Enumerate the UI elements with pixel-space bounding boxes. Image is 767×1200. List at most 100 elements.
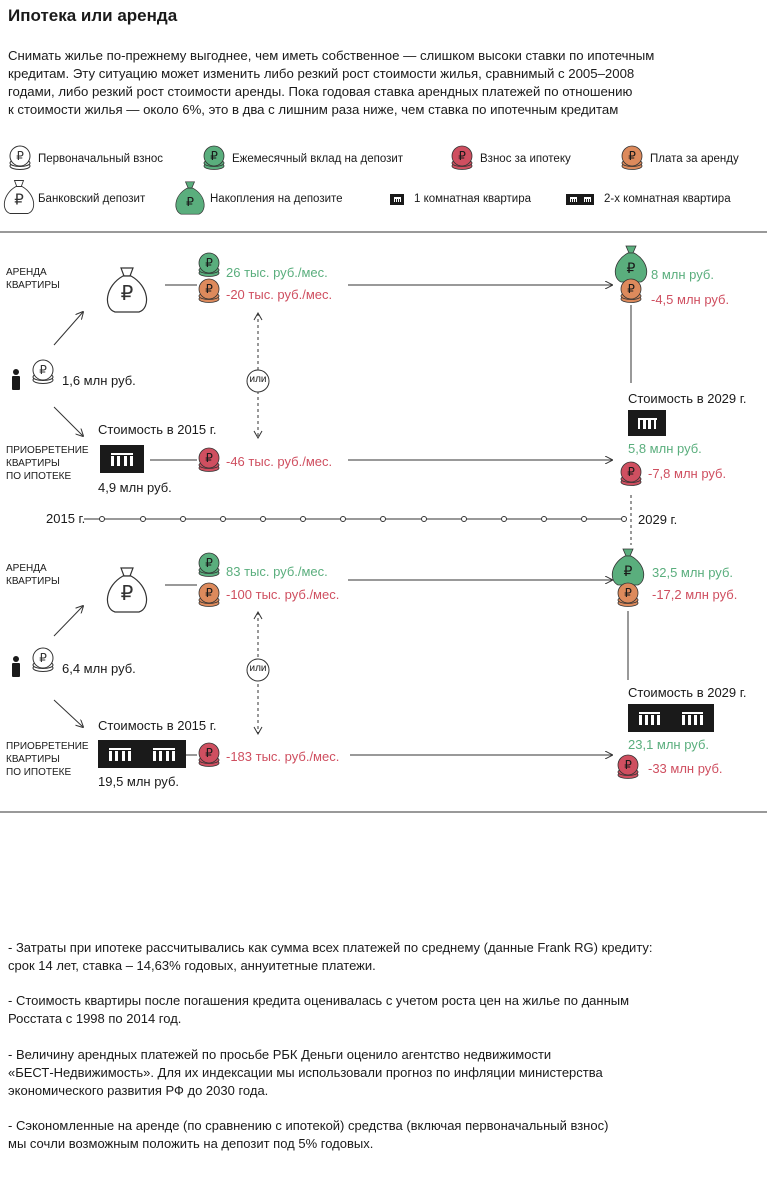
mortgage-monthly: -46 тыс. руб./мес.: [226, 454, 333, 469]
one-room-apartment-icon: [100, 445, 144, 473]
apartment-column: [395, 198, 397, 203]
apartment-column: [129, 456, 133, 466]
coin-outline-icon: [32, 647, 54, 672]
apartment-column: [121, 751, 125, 761]
apartment-roof: [637, 417, 657, 420]
savings-2029: 32,5 млн руб.: [652, 565, 734, 580]
one-room-apartment-icon: [628, 410, 666, 436]
cost-2015-label: Стоимость в 2015 г.: [98, 718, 217, 733]
apartment-column: [687, 715, 691, 725]
legend-coin-green-icon: [203, 145, 225, 170]
coin-orange-icon: [198, 582, 220, 607]
note-mortgage-costs: - Затраты при ипотеке рассчитывались как…: [8, 940, 653, 973]
apartment-roof: [109, 748, 131, 751]
intro-text: Снимать жилье по-прежнему выгоднее, чем …: [8, 47, 748, 119]
apartment-column: [642, 420, 646, 430]
apartment-column: [587, 198, 589, 203]
note-deposit: - Сэкономленные на аренде (по сравнению …: [8, 1118, 609, 1151]
apartment-roof: [111, 453, 133, 456]
legend-two-room: 2-х комнатная квартира: [604, 193, 731, 205]
coin-outline-icon: [32, 359, 54, 384]
intro-line: кредитам. Эту ситуацию может изменить ли…: [8, 66, 635, 81]
legend-bank-deposit: Банковский депозит: [38, 193, 146, 205]
apartment-column: [638, 715, 642, 725]
apartment-column: [644, 715, 648, 725]
apartment-column: [681, 715, 685, 725]
apartment-column: [117, 456, 121, 466]
apartment-column: [583, 198, 585, 203]
apartment-column: [569, 198, 571, 203]
apartment-roof: [681, 712, 704, 715]
price-2029: 5,8 млн руб.: [628, 441, 702, 456]
page-title: Ипотека или аренда: [8, 6, 178, 25]
coin-red-icon: [617, 754, 639, 779]
legend-mortgage-payment: Взнос за ипотеку: [480, 153, 571, 165]
apartment-column: [653, 420, 657, 430]
legend-bag-outline-icon: [3, 180, 35, 214]
legend-coin-red-icon: [451, 145, 473, 170]
apartment-roof: [569, 197, 577, 199]
apartment-column: [700, 715, 704, 725]
coin-orange-icon: [620, 278, 642, 303]
legend-one-room: 1 комнатная квартира: [414, 193, 532, 205]
rent-total: -17,2 млн руб.: [652, 587, 738, 602]
apartment-column: [657, 715, 661, 725]
person-icon: [12, 656, 20, 677]
apartment-column: [165, 751, 169, 761]
apartment-column: [127, 751, 131, 761]
note-apartment-value: - Стоимость квартиры после погашения кре…: [8, 993, 630, 1026]
apartment-column: [648, 420, 652, 430]
apartment-column: [111, 456, 115, 466]
bag-outline-icon: [106, 267, 148, 313]
rent-monthly: -20 тыс. руб./мес.: [226, 287, 333, 302]
coin-red-icon: [620, 461, 642, 486]
or-label: или: [249, 374, 267, 385]
price-2015: 4,9 млн руб.: [98, 480, 172, 495]
price-2029: 23,1 млн руб.: [628, 737, 710, 752]
bag-green-icon: [614, 245, 648, 283]
legend-bag-green-icon: [175, 181, 205, 215]
legend-monthly-deposit: Ежемесячный вклад на депозит: [232, 153, 404, 165]
rent-monthly: -100 тыс. руб./мес.: [226, 587, 340, 602]
deposit-monthly: 26 тыс. руб./мес.: [226, 265, 328, 280]
initial-amount: 6,4 млн руб.: [62, 661, 136, 676]
savings-2029: 8 млн руб.: [651, 267, 714, 282]
mortgage-total: -7,8 млн руб.: [648, 466, 727, 481]
legend-rent-payment: Плата за аренду: [650, 153, 739, 165]
apartment-column: [571, 198, 573, 203]
coin-red-icon: [198, 447, 220, 472]
intro-line: к стоимости жилья — около 6%, это в два …: [8, 102, 619, 117]
coin-orange-icon: [617, 582, 639, 607]
initial-amount: 1,6 млн руб.: [62, 373, 136, 388]
mortgage-total: -33 млн руб.: [648, 761, 723, 776]
apartment-column: [399, 198, 401, 203]
apartment-roof: [583, 197, 591, 199]
coin-red-icon: [198, 742, 220, 767]
cost-2015-label: Стоимость в 2015 г.: [98, 422, 217, 437]
deposit-monthly: 83 тыс. руб./мес.: [226, 564, 328, 579]
apartment-column: [694, 715, 698, 725]
intro-line: Снимать жилье по-прежнему выгоднее, чем …: [8, 48, 655, 63]
two-room-apartment-icon: [628, 704, 714, 732]
apartment-column: [109, 751, 113, 761]
or-label: или: [249, 663, 267, 674]
note-rent-payments: - Величину арендных платежей по просьбе …: [8, 1047, 603, 1098]
one-room-apartment-icon: [390, 194, 404, 205]
intro-line: годами, либо резкий рост стоимости аренд…: [8, 84, 633, 99]
apartment-column: [171, 751, 175, 761]
cost-2029-label: Стоимость в 2029 г.: [628, 391, 747, 406]
apartment-column: [589, 198, 591, 203]
year-start: 2015 г.: [46, 511, 86, 526]
two-room-apartment-icon: [566, 194, 594, 205]
apartment-column: [575, 198, 577, 203]
bag-green-icon: [611, 548, 645, 586]
apartment-column: [123, 456, 127, 466]
timeline-dots: [99, 516, 627, 522]
apartment-column: [393, 198, 395, 203]
mortgage-monthly: -183 тыс. руб./мес.: [226, 749, 340, 764]
coin-orange-icon: [198, 278, 220, 303]
apartment-column: [159, 751, 163, 761]
